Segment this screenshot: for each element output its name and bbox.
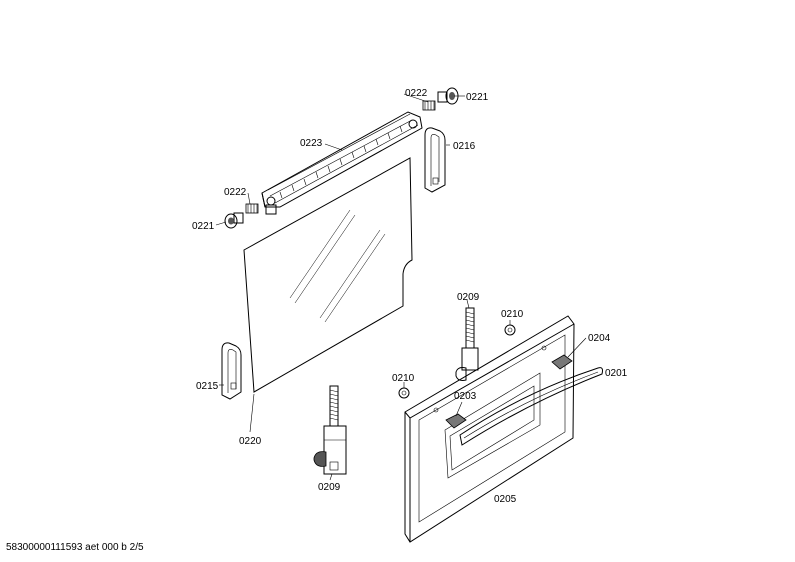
label-0204: 0204 [588,333,611,344]
hinge-0209-lower [313,385,347,475]
label-0201: 0201 [605,368,628,379]
label-0203: 0203 [454,391,477,402]
glass-panel-0220 [243,157,413,393]
side-bracket-0216 [424,127,446,193]
label-0222-top: 0222 [405,88,428,99]
handle-end-cap-0203 [445,413,467,429]
label-0209-upper: 0209 [457,292,480,303]
label-0215: 0215 [196,381,219,392]
label-0209-lower: 0209 [318,482,341,493]
spring-0222-top [422,100,436,111]
leader-lines [215,93,603,481]
label-0222-left: 0222 [224,187,247,198]
spring-0222-left [245,203,259,214]
label-0216: 0216 [453,141,476,152]
label-0210-left: 0210 [392,373,415,384]
handle-end-cap-0204 [551,354,573,370]
label-0205: 0205 [494,494,517,505]
knob-0221-left [224,212,244,229]
label-0221-top: 0221 [466,92,489,103]
hinge-0209-upper [455,307,479,381]
label-0220: 0220 [239,436,262,447]
document-id-footer: 58300000111593 aet 000 b 2/5 [6,542,144,553]
door-frame-0205 [404,315,575,543]
label-0223: 0223 [300,138,323,149]
label-0221-left: 0221 [192,221,215,232]
door-handle-0201 [459,367,603,446]
top-rail-0223 [261,111,423,215]
washer-0210-top [504,324,516,336]
washer-0210-left [398,387,410,399]
side-bracket-0215 [221,342,242,400]
label-0210-top: 0210 [501,309,524,320]
